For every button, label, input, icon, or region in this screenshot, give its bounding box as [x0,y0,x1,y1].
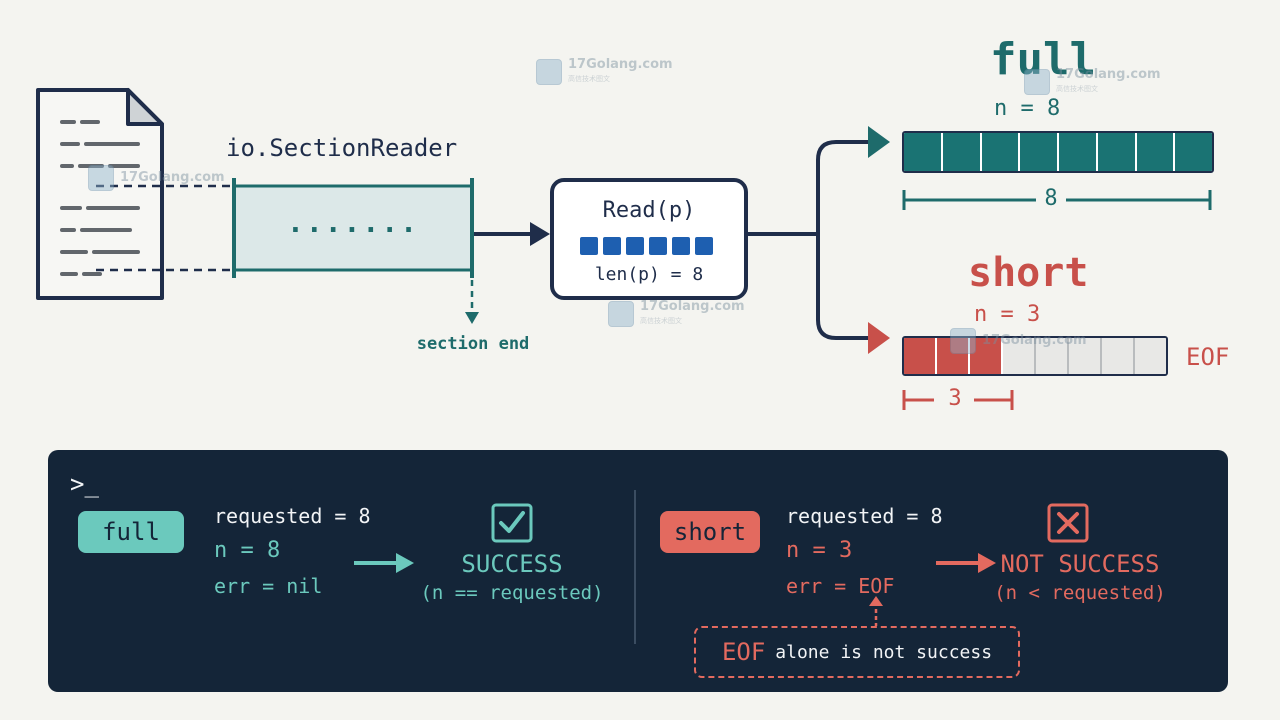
watermark-text: 17Golang.com [1056,67,1161,82]
short-measure-label: 3 [948,386,962,411]
short-buffer-cell [1003,338,1036,374]
note-pointer-icon [869,596,883,626]
read-len-label: len(p) = 8 [594,264,704,285]
watermark-text: 17Golang.com [640,299,745,314]
full-err-value: err = nil [214,574,323,598]
full-buffer-cell [1136,133,1176,171]
short-buffer-cell [970,338,1003,374]
full-condition-label: (n == requested) [420,582,604,604]
read-buffer-slot [603,237,621,255]
full-n-value: n = 8 [214,538,281,563]
short-buffer-bar [902,336,1168,376]
short-condition-label: (n < requested) [994,582,1166,604]
full-arrow-icon [354,553,414,573]
check-icon [491,503,533,543]
watermark-text: 17Golang.com [982,333,1087,348]
watermark-logo-icon [608,301,634,327]
section-reader-label: io.SectionReader [226,134,458,162]
eof-note-box: EOF alone is not success [694,626,1020,678]
short-buffer-cell [1135,338,1166,374]
short-result-label: NOT SUCCESS [1000,550,1160,578]
section-end-label: section end [416,334,530,354]
short-n-value: n = 3 [786,538,853,563]
short-arrow-icon [936,553,996,573]
full-buffer-bar [902,131,1214,173]
full-requested: requested = 8 [214,504,371,528]
eof-note-keyword: EOF [721,638,766,666]
read-buffer-slot [580,237,598,255]
watermark: 17Golang.com [950,328,1087,354]
document-icon [36,88,164,300]
full-badge: full [78,511,184,553]
terminal-panel: >_ full requested = 8 n = 8 err = nil SU… [48,450,1228,692]
read-buffer-slot [695,237,713,255]
full-case-title: full [990,34,1096,85]
full-buffer-cell [1020,133,1059,171]
watermark-sub: 高信技术图文 [1056,85,1098,93]
watermark-logo-icon [1024,69,1050,95]
watermark-logo-icon [536,59,562,85]
short-err-value: err = EOF [786,574,895,598]
full-measure-label: 8 [1044,186,1058,211]
eof-note-text: alone is not success [775,641,993,663]
full-buffer-cell [904,133,943,171]
terminal-prompt: >_ [70,470,99,498]
watermark: 17Golang.com 高信技术图文 [1024,68,1161,96]
diagram-connectors [96,126,1212,410]
watermark: 17Golang.com 高信技术图文 [608,300,745,328]
watermark: 17Golang.com [88,165,225,191]
full-buffer-cell [1175,133,1212,171]
watermark-logo-icon [950,328,976,354]
short-eof-label: EOF [1186,343,1230,371]
short-case-title: short [968,250,1089,296]
full-buffer-cell [981,133,1021,171]
short-buffer-cell [1069,338,1102,374]
short-case-n: n = 3 [974,302,1041,327]
full-buffer-cell [942,133,982,171]
short-buffer-cell [904,338,937,374]
short-buffer-cell [1036,338,1069,374]
watermark-text: 17Golang.com [568,57,673,72]
short-buffer-cell [937,338,970,374]
read-buffer-slot [626,237,644,255]
watermark: 17Golang.com 高信技术图文 [536,58,673,86]
full-result-label: SUCCESS [461,550,563,578]
read-buffer-slot [672,237,690,255]
watermark-sub: 高信技术图文 [568,75,610,83]
watermark-logo-icon [88,165,114,191]
short-buffer-cell [1102,338,1135,374]
watermark-text: 17Golang.com [120,170,225,185]
read-buffer [580,237,713,255]
section-content-dots: ....... [286,206,419,239]
watermark-sub: 高信技术图文 [640,317,682,325]
cross-icon [1047,503,1089,543]
short-badge: short [660,511,760,553]
read-buffer-slot [649,237,667,255]
full-buffer-cell [1059,133,1098,171]
short-requested: requested = 8 [786,504,943,528]
panel-divider [634,490,636,644]
full-buffer-cell [1097,133,1137,171]
full-case-n: n = 8 [994,96,1061,121]
read-call-label: Read(p) [602,198,696,223]
